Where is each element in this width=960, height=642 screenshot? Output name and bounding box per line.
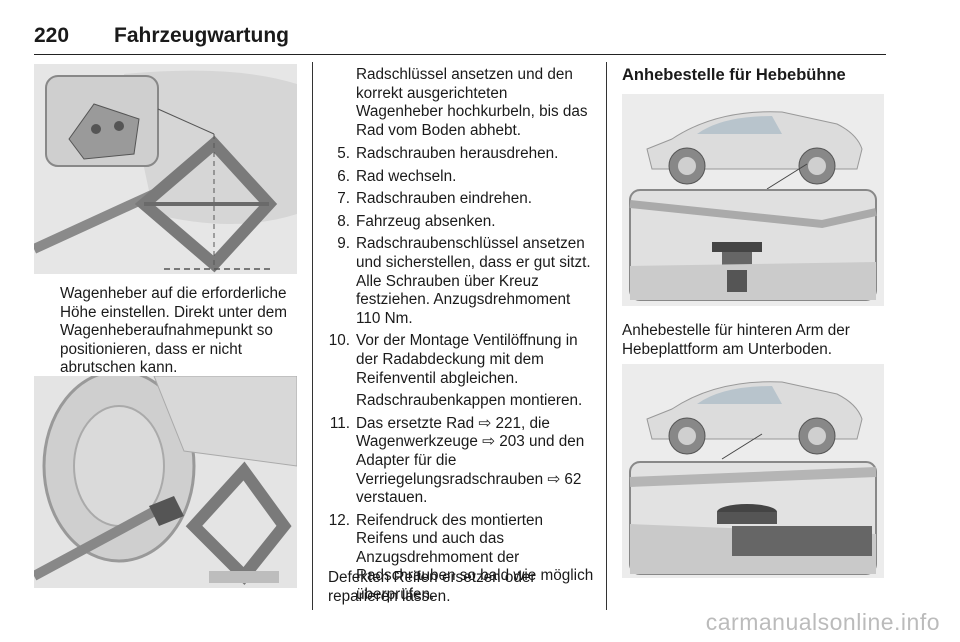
jack-instruction-text: Wagenheber auf die erforderliche Höhe ei… xyxy=(60,285,302,378)
step-text: Das ersetzte Rad ⇨ 221, die Wagenwerkzeu… xyxy=(356,414,585,507)
step-item: 10. Vor der Montage Ventilöffnung in der … xyxy=(316,332,598,388)
procedure-steps-list: 5. Radschrauben herausdrehen. 6. Rad wechs… xyxy=(316,145,598,609)
step-4-continuation: Radschlüssel ansetzen und den korrekt au… xyxy=(356,66,596,140)
step-text: Radschrauben herausdrehen. xyxy=(356,145,559,162)
step-number: 6. xyxy=(337,167,350,185)
step-text: Fahrzeug absenken. xyxy=(356,212,496,230)
step-number: 5. xyxy=(337,145,350,162)
step-10-note: Radschraubenkappen montieren. xyxy=(356,392,583,410)
chapter-title: Fahrzeugwartung xyxy=(114,24,290,47)
step-number: 11. xyxy=(329,414,350,432)
lift-point-caption: Anhebestelle für hinteren Arm der Hebepl… xyxy=(622,322,884,359)
step-text: Vor der Montage Ventilöffnung in der Rad… xyxy=(356,332,578,387)
step-4-text: Radschlüssel ansetzen und den korrekt au… xyxy=(356,66,588,139)
step-text: Rad wechseln. xyxy=(356,167,457,185)
step-item: 9. Radschraubenschlüssel ansetzen und sic… xyxy=(316,235,598,328)
lift-point-caption-text: Anhebestelle für hinteren Arm der Hebepl… xyxy=(622,322,850,358)
watermark: carmanualsonline.info xyxy=(705,609,940,635)
closing-text: Defekten Reifen ersetzen oder reparieren… xyxy=(328,569,598,606)
column-divider-1 xyxy=(312,62,314,610)
page-header: 220 Fahrzeugwartung xyxy=(34,20,886,55)
step-text: Reifendruck des montierten Reifens und a… xyxy=(356,511,594,604)
closing-paragraph: Defekten Reifen ersetzen oder reparieren… xyxy=(328,569,536,605)
step-text: Radschraubenschlüssel ansetzen und siche… xyxy=(356,235,591,327)
lift-point-illustration-1 xyxy=(622,94,884,306)
step-item: 6. Rad wechseln. xyxy=(316,168,598,187)
step-item: 7. Radschrauben eindrehen. xyxy=(316,190,598,209)
jack-under-car-illustration xyxy=(34,376,297,588)
column-divider-2 xyxy=(606,62,608,610)
jack-instruction-paragraph: Wagenheber auf die erforderliche Höhe ei… xyxy=(60,285,288,377)
step-number: 7. xyxy=(337,190,350,208)
step-text: Radschrauben eindrehen. xyxy=(356,190,533,208)
section-title: Anhebestelle für Hebebühne xyxy=(622,66,846,84)
step-number: 10. xyxy=(328,332,350,350)
step-number: 12. xyxy=(328,511,350,529)
step-item: 12. Reifendruck des montierten Reifens un… xyxy=(316,512,598,605)
step-number: 9. xyxy=(337,235,350,253)
lift-point-illustration-2 xyxy=(622,364,884,578)
step-item: 11. Das ersetzte Rad ⇨ 221, die Wagenwerk… xyxy=(316,415,598,508)
step-item: 5. Radschrauben herausdrehen. xyxy=(316,145,598,164)
jack-detail-illustration xyxy=(34,64,297,274)
page-number: 220 xyxy=(34,24,70,47)
step-number: 8. xyxy=(337,212,350,230)
step-item: 8. Fahrzeug absenken. xyxy=(316,213,598,232)
